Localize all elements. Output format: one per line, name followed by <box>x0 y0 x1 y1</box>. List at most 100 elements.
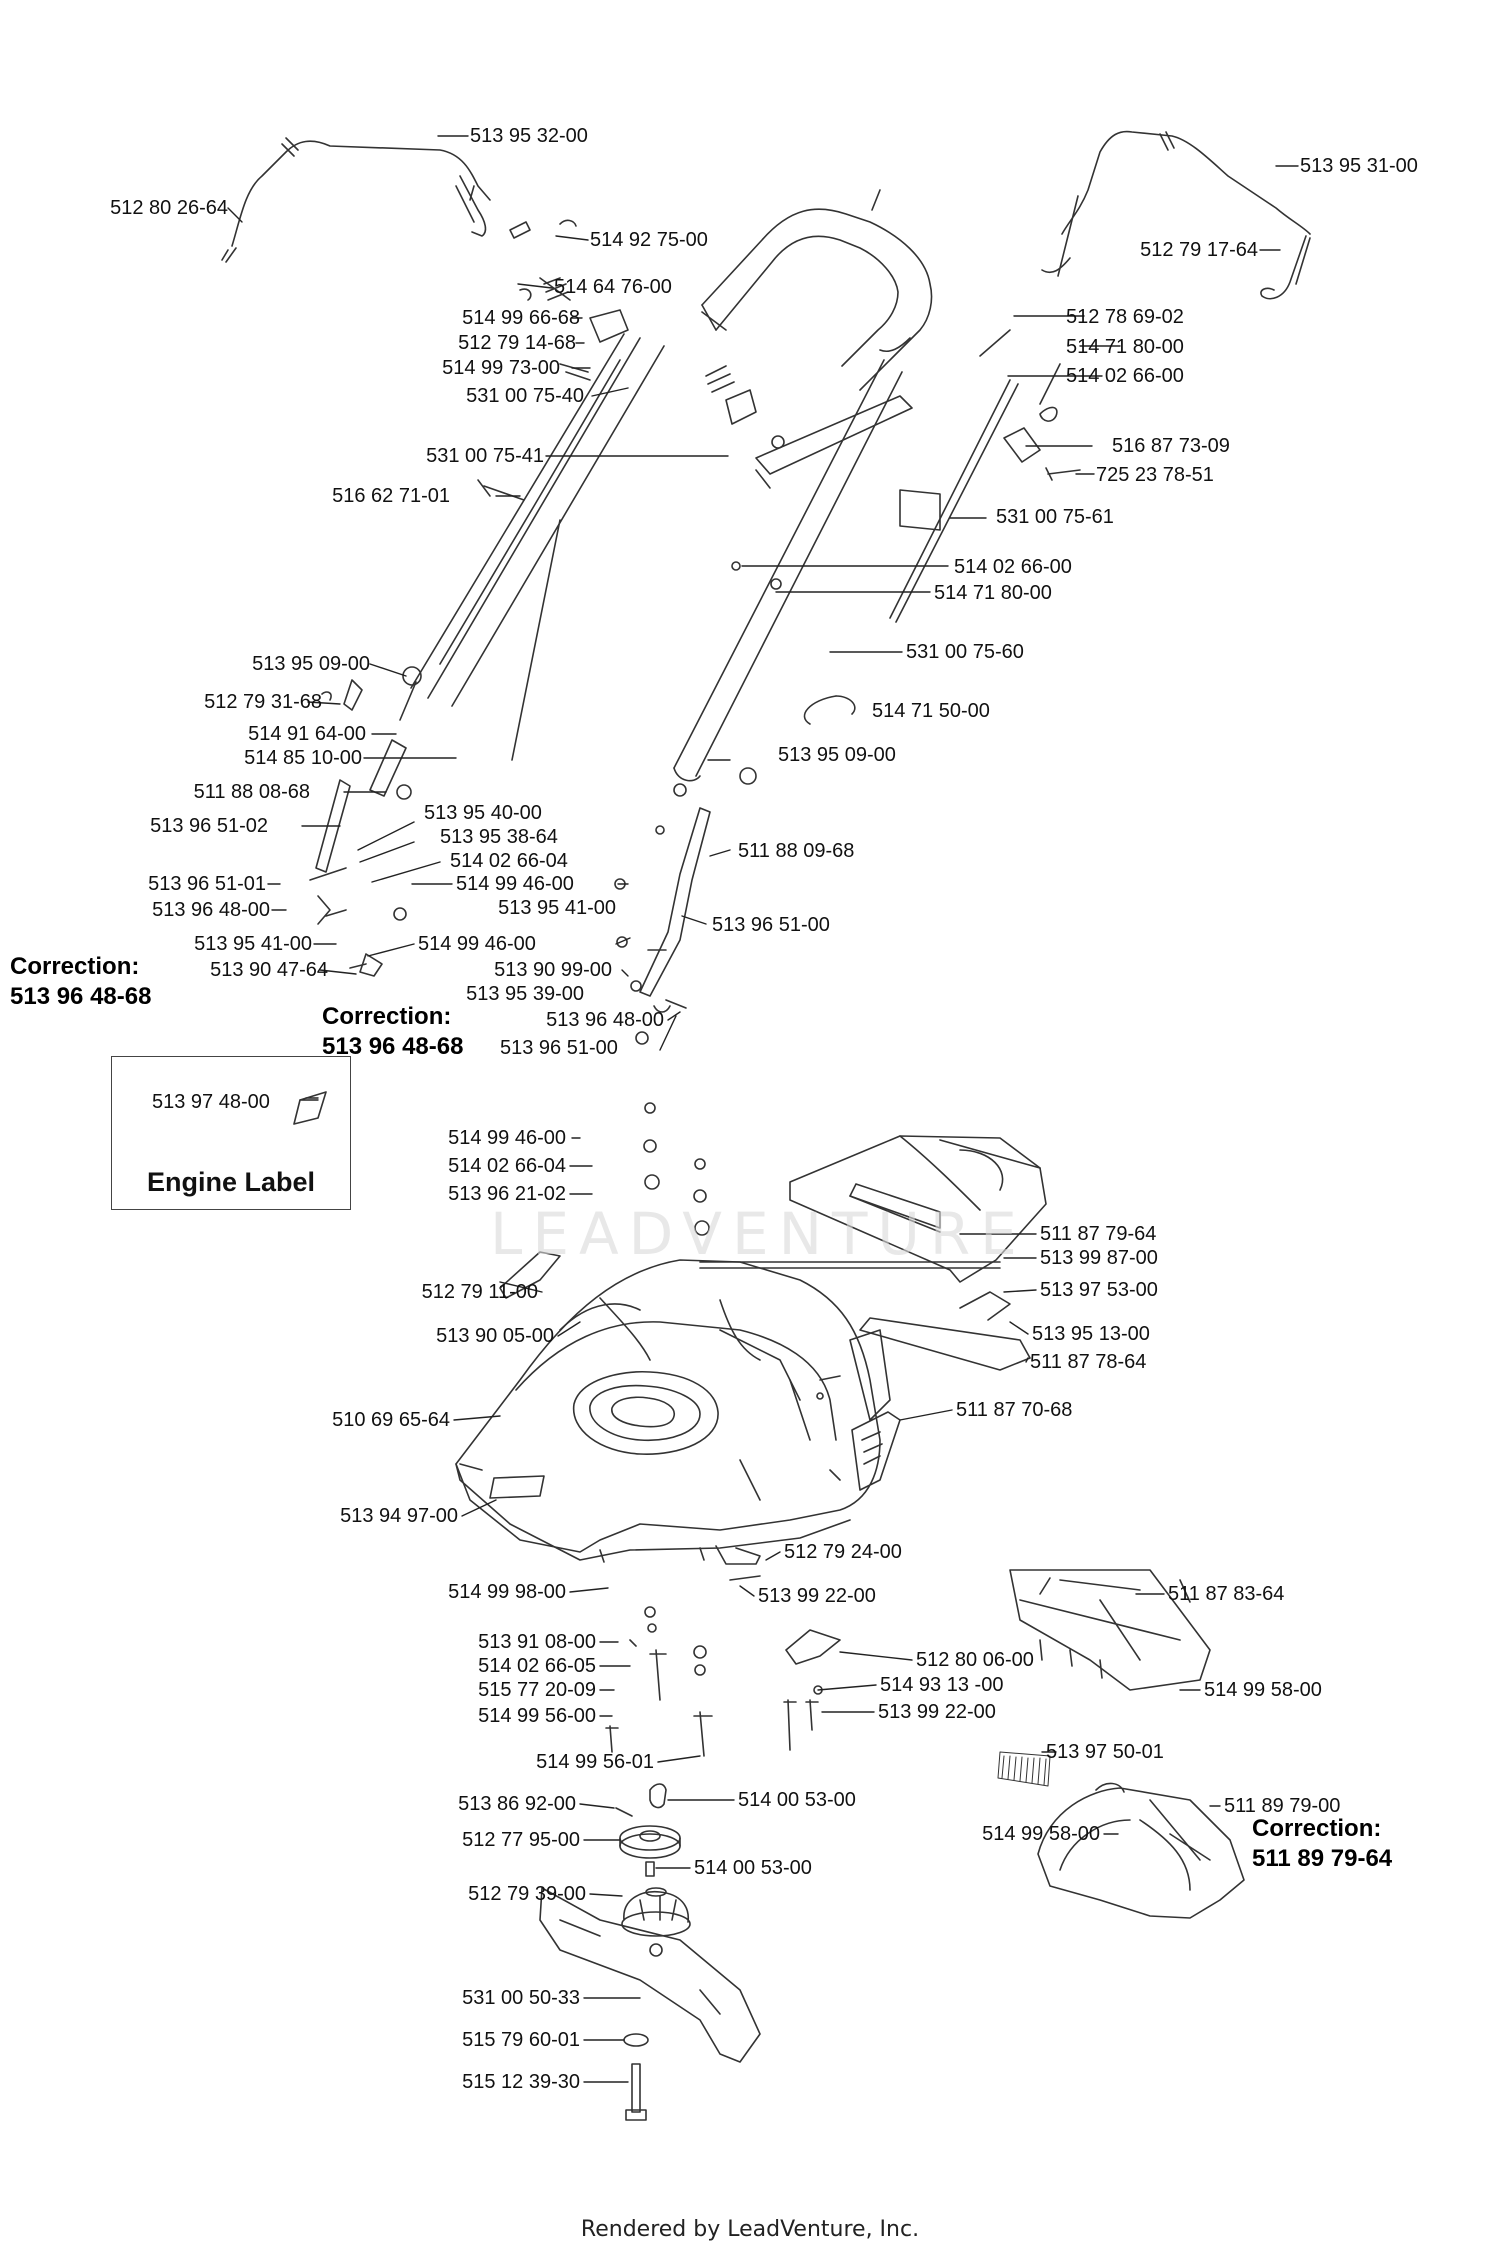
part-label: 513 95 09-00 <box>252 653 370 675</box>
part-label: 513 95 41-00 <box>498 897 616 919</box>
part-label: 513 95 31-00 <box>1300 155 1418 177</box>
part-label: 514 64 76-00 <box>554 276 672 298</box>
part-label: 514 99 56-01 <box>536 1751 654 1773</box>
blade-adapter <box>621 1887 691 1937</box>
part-label: 531 00 75-41 <box>426 445 544 467</box>
lever-bar <box>755 395 913 489</box>
part-label: 514 00 53-00 <box>694 1857 812 1879</box>
part-label: 514 00 53-00 <box>738 1789 856 1811</box>
part-label: 514 93 13 -00 <box>880 1674 1004 1696</box>
part-label: 514 85 10-00 <box>244 747 362 769</box>
part-label: 531 00 75-60 <box>906 641 1024 663</box>
watermark: LEADVENTURE <box>490 1200 1027 1268</box>
part-label: 510 69 65-64 <box>332 1409 450 1431</box>
footer-credit: Rendered by LeadVenture, Inc. <box>580 2217 920 2242</box>
main-handle <box>701 189 933 391</box>
correction-part: 511 89 79-64 <box>1252 1845 1393 1872</box>
part-label: 513 95 32-00 <box>470 125 588 147</box>
correction-note: Correction: 513 96 48-68 <box>322 1002 463 1062</box>
part-label: 514 71 50-00 <box>872 700 990 722</box>
part-label: 513 95 38-64 <box>440 826 558 848</box>
part-label: 511 87 83-64 <box>1168 1583 1285 1605</box>
part-label: 512 79 14-68 <box>458 332 576 354</box>
part-label: 514 99 58-00 <box>1204 1679 1322 1701</box>
part-label: 514 92 75-00 <box>590 229 708 251</box>
grass-catcher-cover <box>789 1135 1047 1283</box>
mower-deck <box>455 1259 881 1563</box>
lower-left-bracket <box>309 679 417 977</box>
part-label: 512 79 31-68 <box>204 691 322 713</box>
part-label: 531 00 50-33 <box>462 1987 580 2009</box>
engine-label-title: Engine Label <box>146 1167 316 1197</box>
part-label: 512 79 11-00 <box>421 1281 538 1303</box>
part-label: 511 88 09-68 <box>738 840 855 862</box>
blade-bolt <box>623 2033 649 2121</box>
leader-lines <box>227 135 1299 2083</box>
part-label: 511 87 79-64 <box>1040 1223 1157 1245</box>
part-label: 513 86 92-00 <box>458 1793 576 1815</box>
part-label: 512 80 06-00 <box>916 1649 1034 1671</box>
part-label: 513 90 47-64 <box>210 959 328 981</box>
part-label: 512 78 69-02 <box>1066 306 1184 328</box>
part-label: 511 87 70-68 <box>956 1399 1073 1421</box>
part-label: 513 99 22-00 <box>758 1585 876 1607</box>
part-label: 513 99 87-00 <box>1040 1247 1158 1269</box>
part-label: 516 62 71-01 <box>332 485 450 507</box>
pulley <box>619 1825 681 1877</box>
part-label: 512 79 17-64 <box>1140 239 1258 261</box>
part-label: 514 99 46-00 <box>418 933 536 955</box>
rear-flap <box>859 1291 1031 1371</box>
part-label: 513 96 48-00 <box>546 1009 664 1031</box>
part-label: 514 99 56-00 <box>478 1705 596 1727</box>
grass-bag-frame <box>1009 1569 1211 1691</box>
part-label: 531 00 75-61 <box>996 506 1114 528</box>
part-label: 513 90 05-00 <box>436 1325 554 1347</box>
part-label: 514 02 66-04 <box>448 1155 566 1177</box>
part-label: 512 79 24-00 <box>784 1541 902 1563</box>
part-label: 514 91 64-00 <box>248 723 366 745</box>
part-label: 511 88 08-68 <box>193 781 310 803</box>
part-label: 514 99 73-00 <box>442 357 560 379</box>
part-label: 513 96 51-00 <box>500 1037 618 1059</box>
correction-title: Correction: <box>1252 1815 1382 1842</box>
engine-label-icon <box>293 1091 327 1125</box>
part-label: 513 94 97-00 <box>340 1505 458 1527</box>
control-cable <box>511 329 1061 761</box>
lever-bracket <box>1003 406 1081 481</box>
part-label: 513 95 39-00 <box>466 983 584 1005</box>
part-label: 514 02 66-04 <box>450 850 568 872</box>
washers-upper <box>393 435 785 1045</box>
grass-bag <box>1037 1782 1245 1919</box>
part-label: 512 80 26-64 <box>110 197 228 219</box>
rear-side-bracket <box>816 1329 891 1481</box>
part-label: 514 99 98-00 <box>448 1581 566 1603</box>
height-adjuster <box>851 1411 901 1491</box>
correction-note: Correction: 513 96 48-68 <box>10 952 151 1012</box>
bag-strip <box>997 1751 1051 1787</box>
part-label: 515 12 39-30 <box>462 2071 580 2093</box>
part-label: 513 91 08-00 <box>478 1631 596 1653</box>
correction-title: Correction: <box>322 1003 452 1030</box>
upper-handle-right <box>1041 130 1311 300</box>
part-label: 515 79 60-01 <box>462 2029 580 2051</box>
part-label: 513 95 13-00 <box>1032 1323 1150 1345</box>
part-label: 513 90 99-00 <box>494 959 612 981</box>
part-label: 513 96 51-01 <box>148 873 266 895</box>
part-label: 513 96 51-00 <box>712 914 830 936</box>
left-hinge-bracket <box>499 1251 561 1299</box>
part-label: 513 96 48-00 <box>152 899 270 921</box>
blade <box>539 1887 761 2063</box>
part-label: 513 96 51-02 <box>150 815 268 837</box>
part-label: 513 96 21-02 <box>448 1183 566 1205</box>
deck-washers <box>643 1102 710 1236</box>
engine-label-box: 513 97 48-00 Engine Label <box>111 1056 351 1210</box>
part-label: 516 87 73-09 <box>1112 435 1230 457</box>
lower-hardware <box>605 1545 841 1817</box>
correction-part: 513 96 48-68 <box>10 983 152 1010</box>
part-label: 512 77 95-00 <box>462 1829 580 1851</box>
part-label: 514 99 66-68 <box>462 307 580 329</box>
part-label: 513 95 40-00 <box>424 802 542 824</box>
part-label: 514 99 46-00 <box>448 1127 566 1149</box>
part-label: 513 95 09-00 <box>778 744 896 766</box>
